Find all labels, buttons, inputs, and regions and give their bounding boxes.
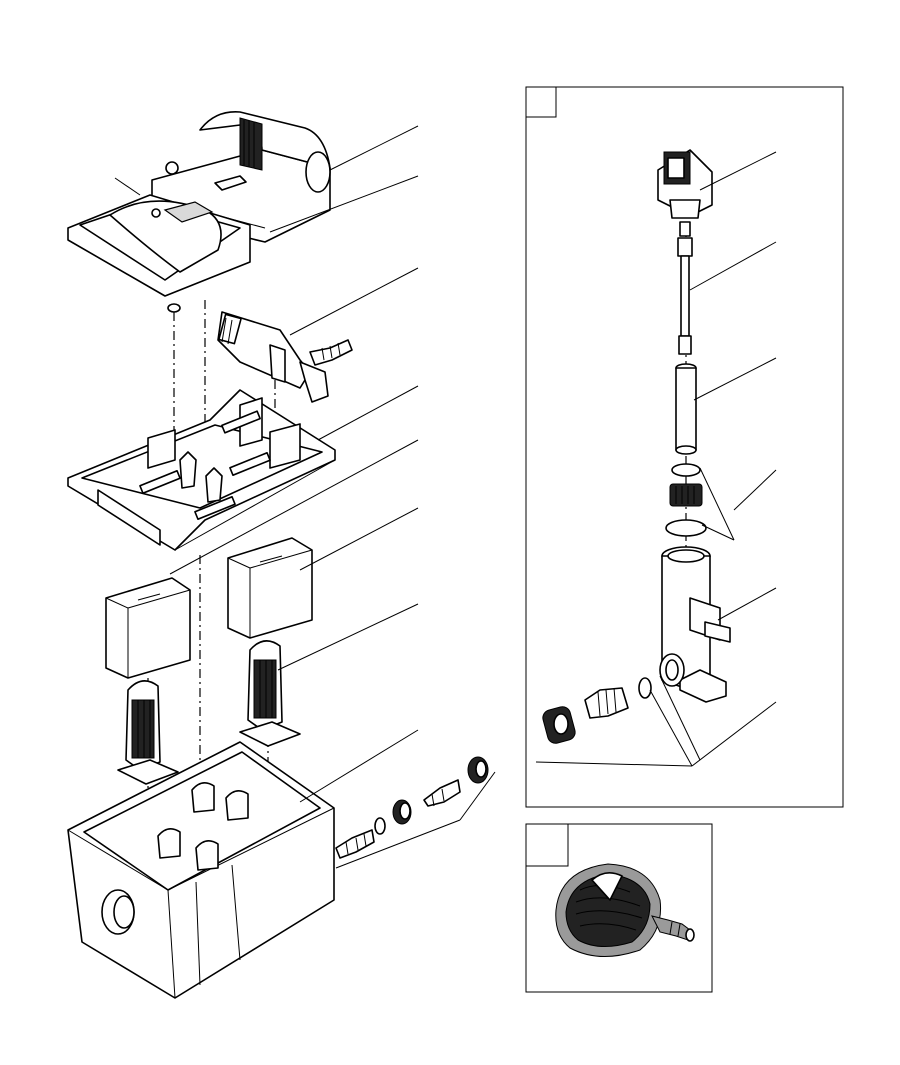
riser-tubes (675, 237, 697, 455)
filter-foam-blocks (105, 537, 313, 679)
riser-side-connectors (542, 677, 652, 744)
leader-lines-detail (535, 151, 777, 767)
uv-riser-detail-panel (525, 86, 844, 808)
riser-rings (665, 463, 707, 537)
pump-detail-panel (525, 823, 713, 993)
main-assembly (67, 111, 496, 999)
uv-clarifier-unit (217, 311, 353, 403)
lid-o-ring (167, 303, 181, 313)
foam-holder-brackets (117, 640, 301, 785)
pump-legend-box (525, 823, 569, 867)
detail-legend-box (525, 86, 557, 118)
leader-lines-main (114, 125, 496, 869)
pond-pump (555, 863, 695, 958)
filter-tray (67, 389, 336, 551)
hose-connectors (335, 756, 489, 859)
riser-top-fitting (657, 149, 713, 237)
filter-housing (67, 741, 335, 999)
riser-t-body (659, 546, 731, 703)
filter-lid (67, 111, 331, 297)
